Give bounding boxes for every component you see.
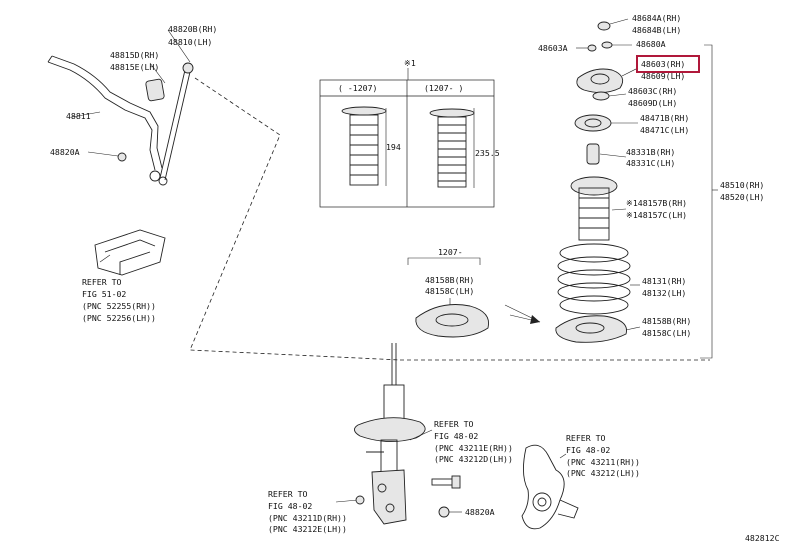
inset-star-label: ※1 bbox=[404, 58, 416, 68]
shock-absorber-drawing bbox=[354, 343, 426, 525]
refer-pnc-lh-4: (PNC 43212E(LH)) bbox=[268, 524, 347, 534]
refer-fig-1: FIG 51-02 bbox=[82, 289, 126, 299]
refer-pnc-rh-4: (PNC 43211D(RH)) bbox=[268, 513, 347, 523]
stabilizer-bar-drawing bbox=[47, 55, 165, 182]
range-1207: 1207- bbox=[438, 247, 463, 257]
label-48158C-left: 48158C(LH) bbox=[425, 286, 474, 296]
inset-dim-235: 235.5 bbox=[475, 148, 500, 158]
refer-label-4: REFER TO bbox=[268, 489, 308, 499]
label-48132: 48132(LH) bbox=[642, 288, 686, 298]
label-48520: 48520(LH) bbox=[720, 192, 764, 202]
label-48815D: 48815D(RH) bbox=[110, 50, 159, 60]
refer-fig-4: FIG 48-02 bbox=[268, 501, 312, 511]
label-48680A: 48680A bbox=[636, 39, 666, 49]
label-48820A-top: 48820A bbox=[50, 147, 80, 157]
stabilizer-link-drawing bbox=[158, 62, 194, 186]
label-48157B: ※148157B(RH) bbox=[626, 198, 687, 208]
spring-seat-center-drawing bbox=[415, 304, 490, 338]
label-48811: 48811 bbox=[66, 111, 91, 121]
refer-fig-3: FIG 48-02 bbox=[566, 445, 610, 455]
label-48820B: 48820B(RH) bbox=[168, 24, 217, 34]
refer-pnc-lh-3: (PNC 43212(LH)) bbox=[566, 468, 640, 478]
refer-pnc-lh-1: (PNC 52256(LH)) bbox=[82, 313, 156, 323]
label-48510: 48510(RH) bbox=[720, 180, 764, 190]
spring-seat-right-drawing bbox=[555, 315, 627, 343]
label-48157C: ※148157C(LH) bbox=[626, 210, 687, 220]
bracket-drawing bbox=[94, 229, 166, 276]
label-48158B-left: 48158B(RH) bbox=[425, 275, 474, 285]
label-48603C: 48603C(RH) bbox=[628, 86, 677, 96]
label-48684B: 48684B(LH) bbox=[632, 25, 681, 35]
refer-pnc-rh-3: (PNC 43211(RH)) bbox=[566, 457, 640, 467]
label-48810: 48810(LH) bbox=[168, 37, 212, 47]
label-48471C: 48471C(LH) bbox=[640, 125, 689, 135]
strut-upper-parts-drawing bbox=[570, 21, 624, 241]
refer-label-1: REFER TO bbox=[82, 277, 122, 287]
refer-fig-2: FIG 48-02 bbox=[434, 431, 478, 441]
inset-header-2: (1207- ) bbox=[424, 83, 463, 93]
refer-label-3: REFER TO bbox=[566, 433, 606, 443]
label-48609: 48609(LH) bbox=[641, 71, 685, 81]
label-48603A: 48603A bbox=[538, 43, 568, 53]
label-48158C-right: 48158C(LH) bbox=[642, 328, 691, 338]
inset-dim-194: 194 bbox=[386, 142, 401, 152]
boot-short-drawing bbox=[341, 106, 387, 186]
label-48684A: 48684A(RH) bbox=[632, 13, 681, 23]
refer-pnc-rh-1: (PNC 52255(RH)) bbox=[82, 301, 156, 311]
label-48331C: 48331C(LH) bbox=[626, 158, 675, 168]
steering-knuckle-drawing bbox=[521, 444, 579, 530]
label-48815E: 48815E(LH) bbox=[110, 62, 159, 72]
label-48609D: 48609D(LH) bbox=[628, 98, 677, 108]
label-48471B: 48471B(RH) bbox=[640, 113, 689, 123]
label-48820A-bottom: 48820A bbox=[465, 507, 495, 517]
label-48158B-right: 48158B(RH) bbox=[642, 316, 691, 326]
refer-label-2: REFER TO bbox=[434, 419, 474, 429]
inset-header-1: ( -1207) bbox=[338, 83, 377, 93]
figure-id: 482812C bbox=[745, 533, 780, 543]
highlight-48603-box bbox=[636, 55, 700, 73]
refer-pnc-lh-2: (PNC 43212D(LH)) bbox=[434, 454, 513, 464]
bolt-drawing bbox=[431, 475, 461, 518]
coil-spring-drawing bbox=[557, 243, 631, 315]
refer-pnc-rh-2: (PNC 43211E(RH)) bbox=[434, 443, 513, 453]
label-48131: 48131(RH) bbox=[642, 276, 686, 286]
label-48331B: 48331B(RH) bbox=[626, 147, 675, 157]
boot-long-drawing bbox=[429, 108, 475, 188]
label-48603: 48603(RH) bbox=[641, 59, 685, 69]
